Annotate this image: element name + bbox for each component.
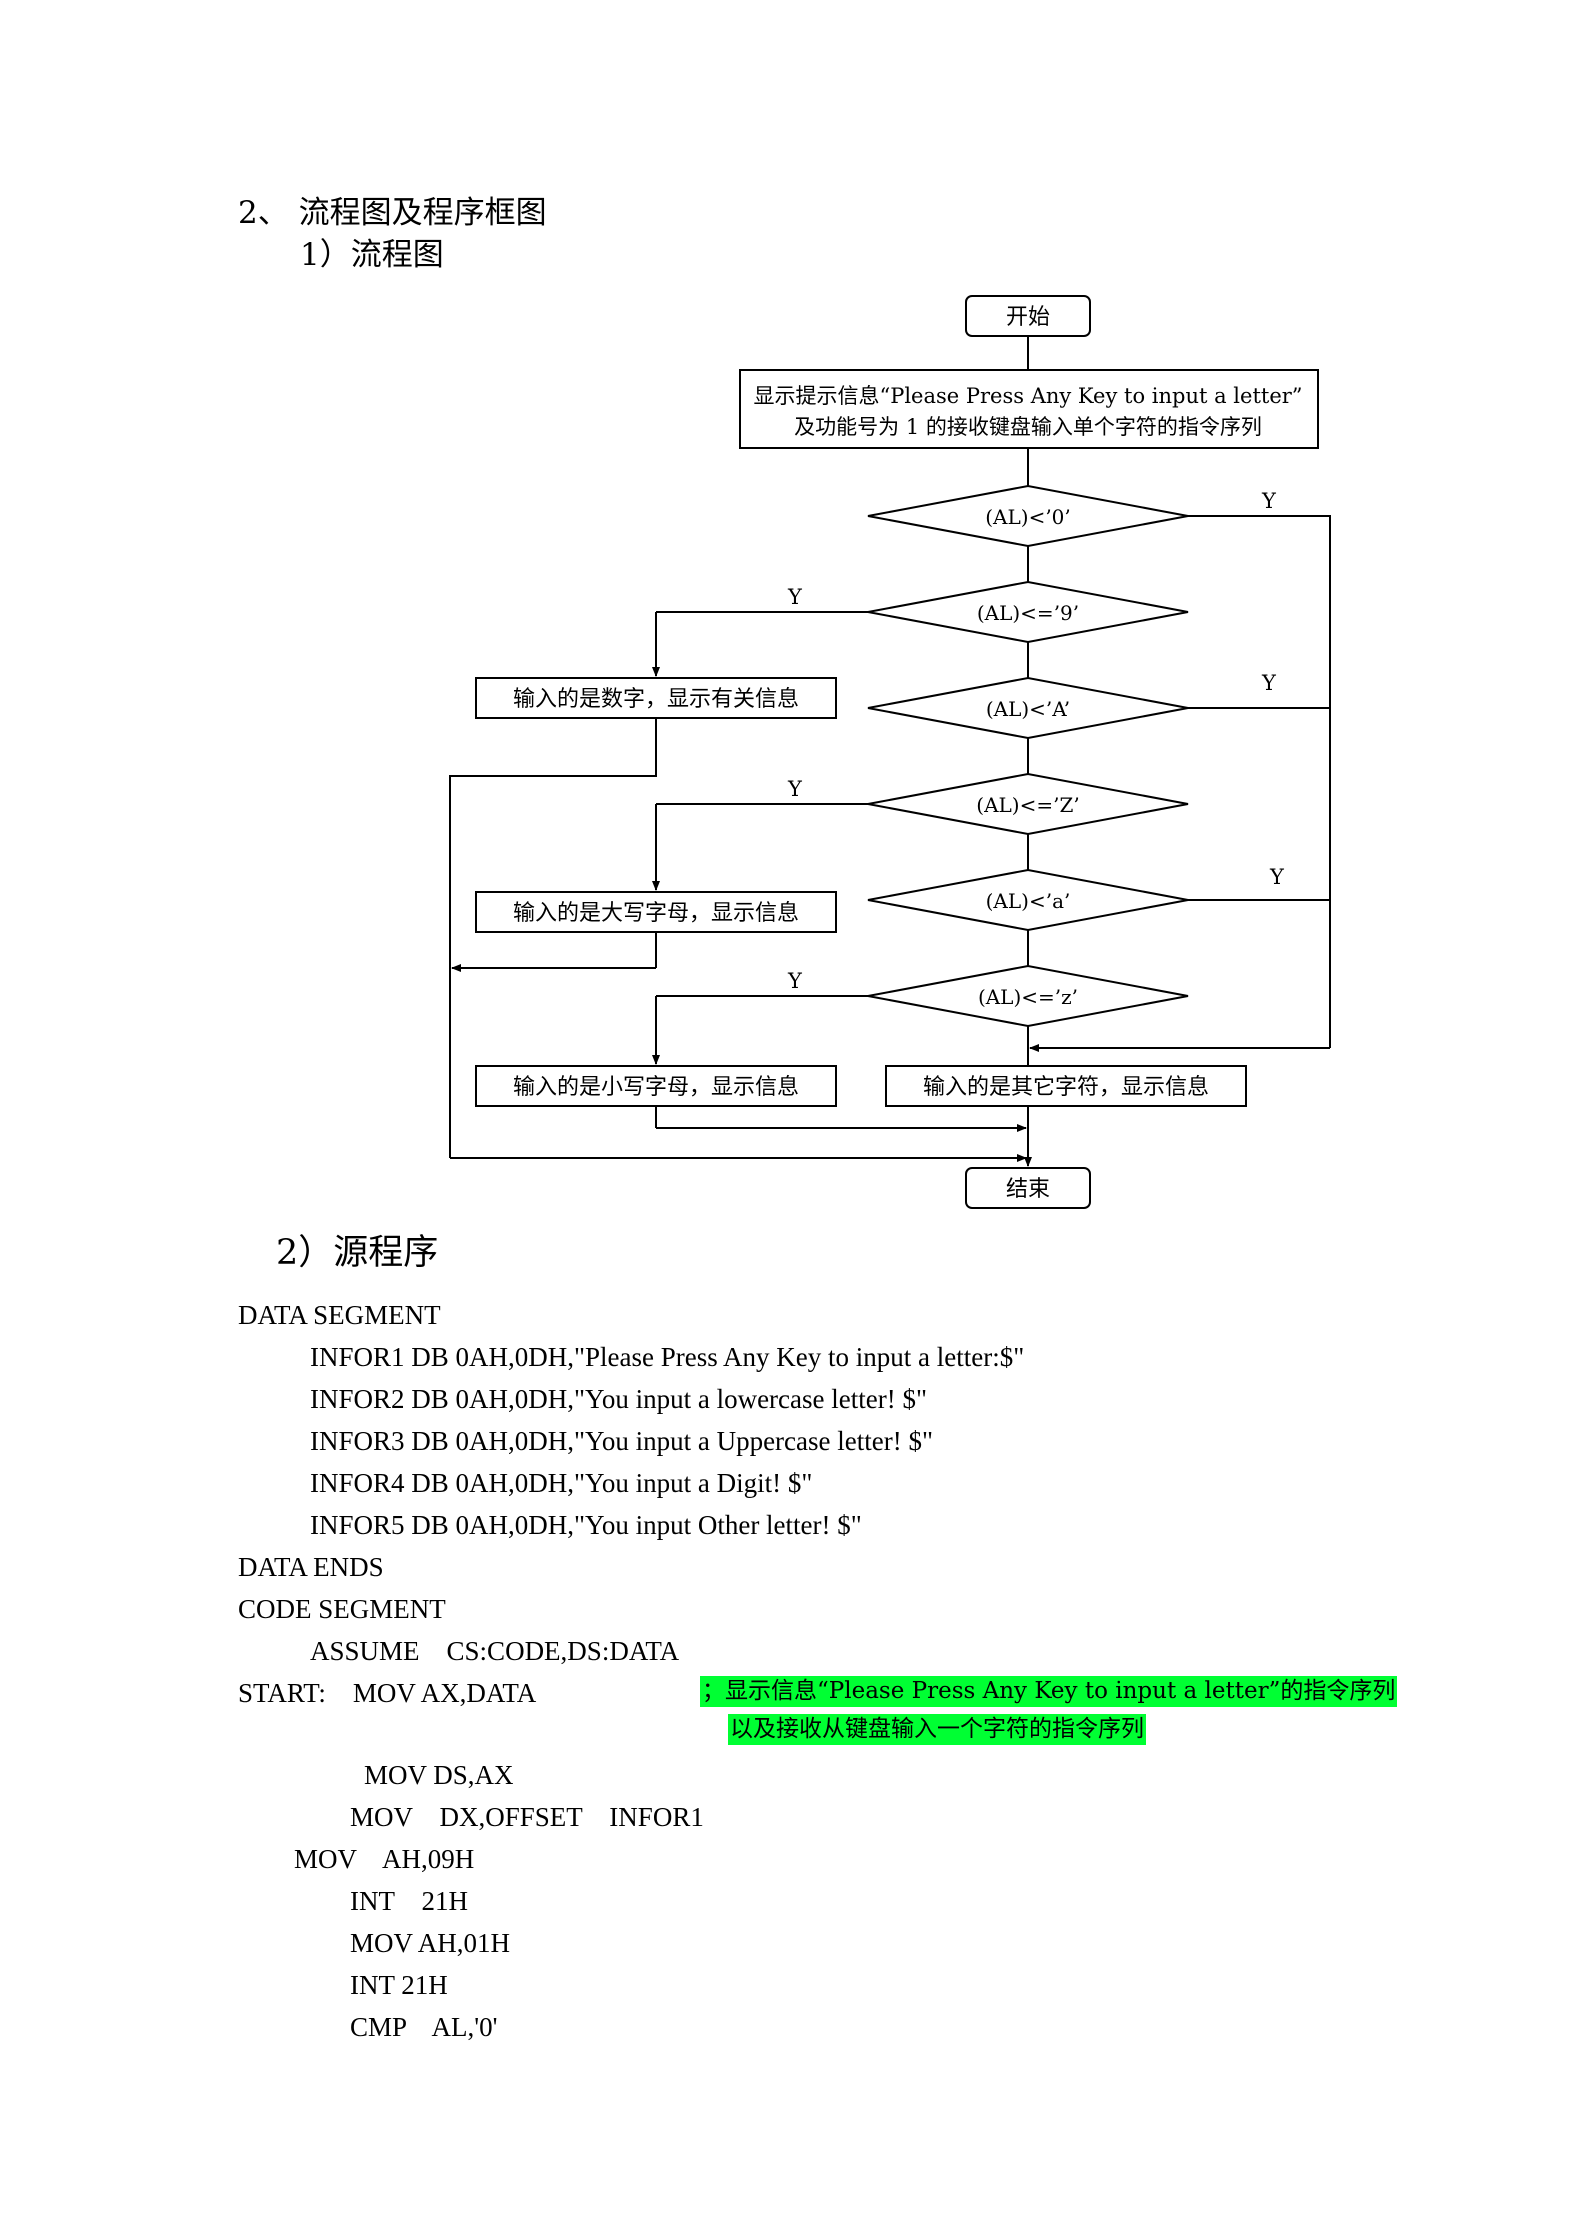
code-line: INFOR4 DB 0AH,0DH,"You input a Digit! $" [310,1468,813,1498]
decision-label: (AL)<=’Z’ [976,793,1079,817]
source-heading: 2）源程序 [276,1233,439,1273]
code-line: CODE SEGMENT [238,1594,446,1624]
upper-box-label: 输入的是大写字母，显示信息 [513,901,799,926]
decision-label: (AL)<=’9’ [977,601,1079,625]
prompt-label-line2: 及功能号为 1 的接收键盘输入单个字符的指令序列 [794,415,1262,439]
yes-label: Y [1261,671,1277,695]
code-line: MOV DX,OFFSET INFOR1 [350,1802,704,1832]
end-terminal [965,1167,1091,1209]
code-line: DATA ENDS [238,1552,384,1582]
code-comment-highlight: 以及接收从键盘输入一个字符的指令序列 [728,1714,1146,1745]
other-box-label: 输入的是其它字符，显示信息 [923,1075,1209,1100]
yes-label: Y [787,777,803,801]
code-line: MOV AH,09H [294,1844,475,1874]
decision-le-Z [867,772,1189,836]
code-line: INFOR1 DB 0AH,0DH,"Please Press Any Key … [310,1342,1025,1372]
code-line: INT 21H [350,1886,468,1916]
code-line: INFOR2 DB 0AH,0DH,"You input a lowercase… [310,1384,927,1414]
decision-le-z [867,964,1189,1028]
decision-label: (AL)<’a’ [986,889,1071,913]
end-label: 结束 [1006,1177,1050,1202]
decision-le-9 [867,580,1189,644]
code-line: INFOR3 DB 0AH,0DH,"You input a Uppercase… [310,1426,933,1456]
code-line: START: MOV AX,DATA [238,1678,537,1708]
yes-label: Y [1269,865,1285,889]
digit-box-label: 输入的是数字，显示有关信息 [513,687,799,712]
flowchart-heading: 1）流程图 [300,237,444,273]
section-heading: 2、 流程图及程序框图 [238,195,547,231]
code-line: DATA SEGMENT [238,1300,441,1330]
code-line: CMP AL,'0' [350,2012,498,2042]
prompt-label-line1: 显示提示信息“Please Press Any Key to input a l… [753,384,1302,408]
yes-label: Y [787,969,803,993]
other-box [885,1065,1247,1107]
yes-label: Y [1261,489,1277,513]
code-line: MOV AH,01H [350,1928,511,1958]
start-label: 开始 [1006,305,1050,330]
code-line: INFOR5 DB 0AH,0DH,"You input Other lette… [310,1510,862,1540]
decision-label: (AL)<’A’ [986,697,1070,721]
decision-label: (AL)<’0’ [985,505,1071,529]
code-line: INT 21H [350,1970,448,2000]
decision-label: (AL)<=’z’ [978,985,1078,1009]
yes-label: Y [787,585,803,609]
lower-box-label: 输入的是小写字母，显示信息 [513,1075,799,1100]
code-comment-highlight: ；显示信息“Please Press Any Key to input a le… [700,1676,1398,1707]
code-line: MOV DS,AX [364,1760,514,1790]
code-line: ASSUME CS:CODE,DS:DATA [310,1636,680,1666]
